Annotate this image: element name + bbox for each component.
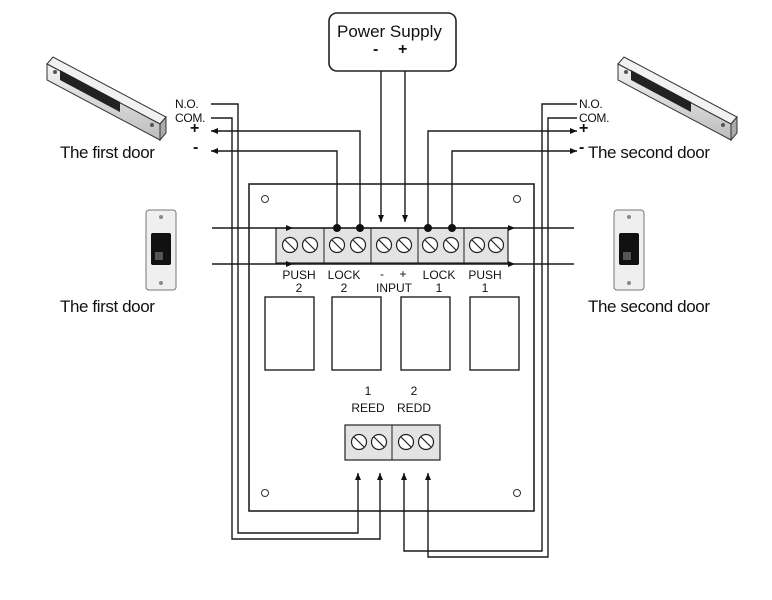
left-magnetic-lock [46, 56, 167, 142]
left-button-door-label: The first door [60, 297, 155, 316]
right-button-door-label: The second door [588, 297, 710, 316]
left-lock-plus-label: + [190, 120, 200, 137]
right-exit-button [613, 209, 645, 291]
left-lock-minus-label: - [193, 139, 199, 156]
reed-label-2: REDD [396, 401, 431, 415]
right-lock-com-label: COM. [579, 111, 610, 125]
right-magnetic-lock [617, 56, 738, 142]
terminal-input-plus: + [399, 267, 407, 281]
right-lock-plus-label: + [579, 120, 589, 137]
reed-number-1: 1 [364, 384, 372, 398]
reed-label-1: REED [351, 401, 385, 415]
main-terminal-strip [275, 227, 509, 264]
power-supply-box [328, 12, 457, 72]
left-exit-button [145, 209, 177, 291]
reed-terminal-strip [344, 424, 441, 461]
right-lock-minus-label: - [579, 139, 585, 156]
power-supply-minus: - [373, 41, 379, 58]
right-lock-door-label: The second door [588, 143, 710, 162]
power-supply-plus: + [398, 41, 408, 58]
terminal-input-minus: - [380, 267, 384, 281]
relay-blocks [264, 296, 520, 371]
wire-junctions [333, 224, 456, 232]
reed-number-2: 2 [410, 384, 418, 398]
left-lock-com-label: COM. [175, 111, 206, 125]
terminal-input-label: INPUT [376, 281, 412, 295]
power-supply-title: Power Supply [337, 22, 442, 41]
wire-arrows [211, 128, 577, 480]
right-lock-no-label: N.O. [579, 97, 603, 111]
left-lock-no-label: N.O. [175, 97, 199, 111]
left-lock-door-label: The first door [60, 143, 155, 162]
